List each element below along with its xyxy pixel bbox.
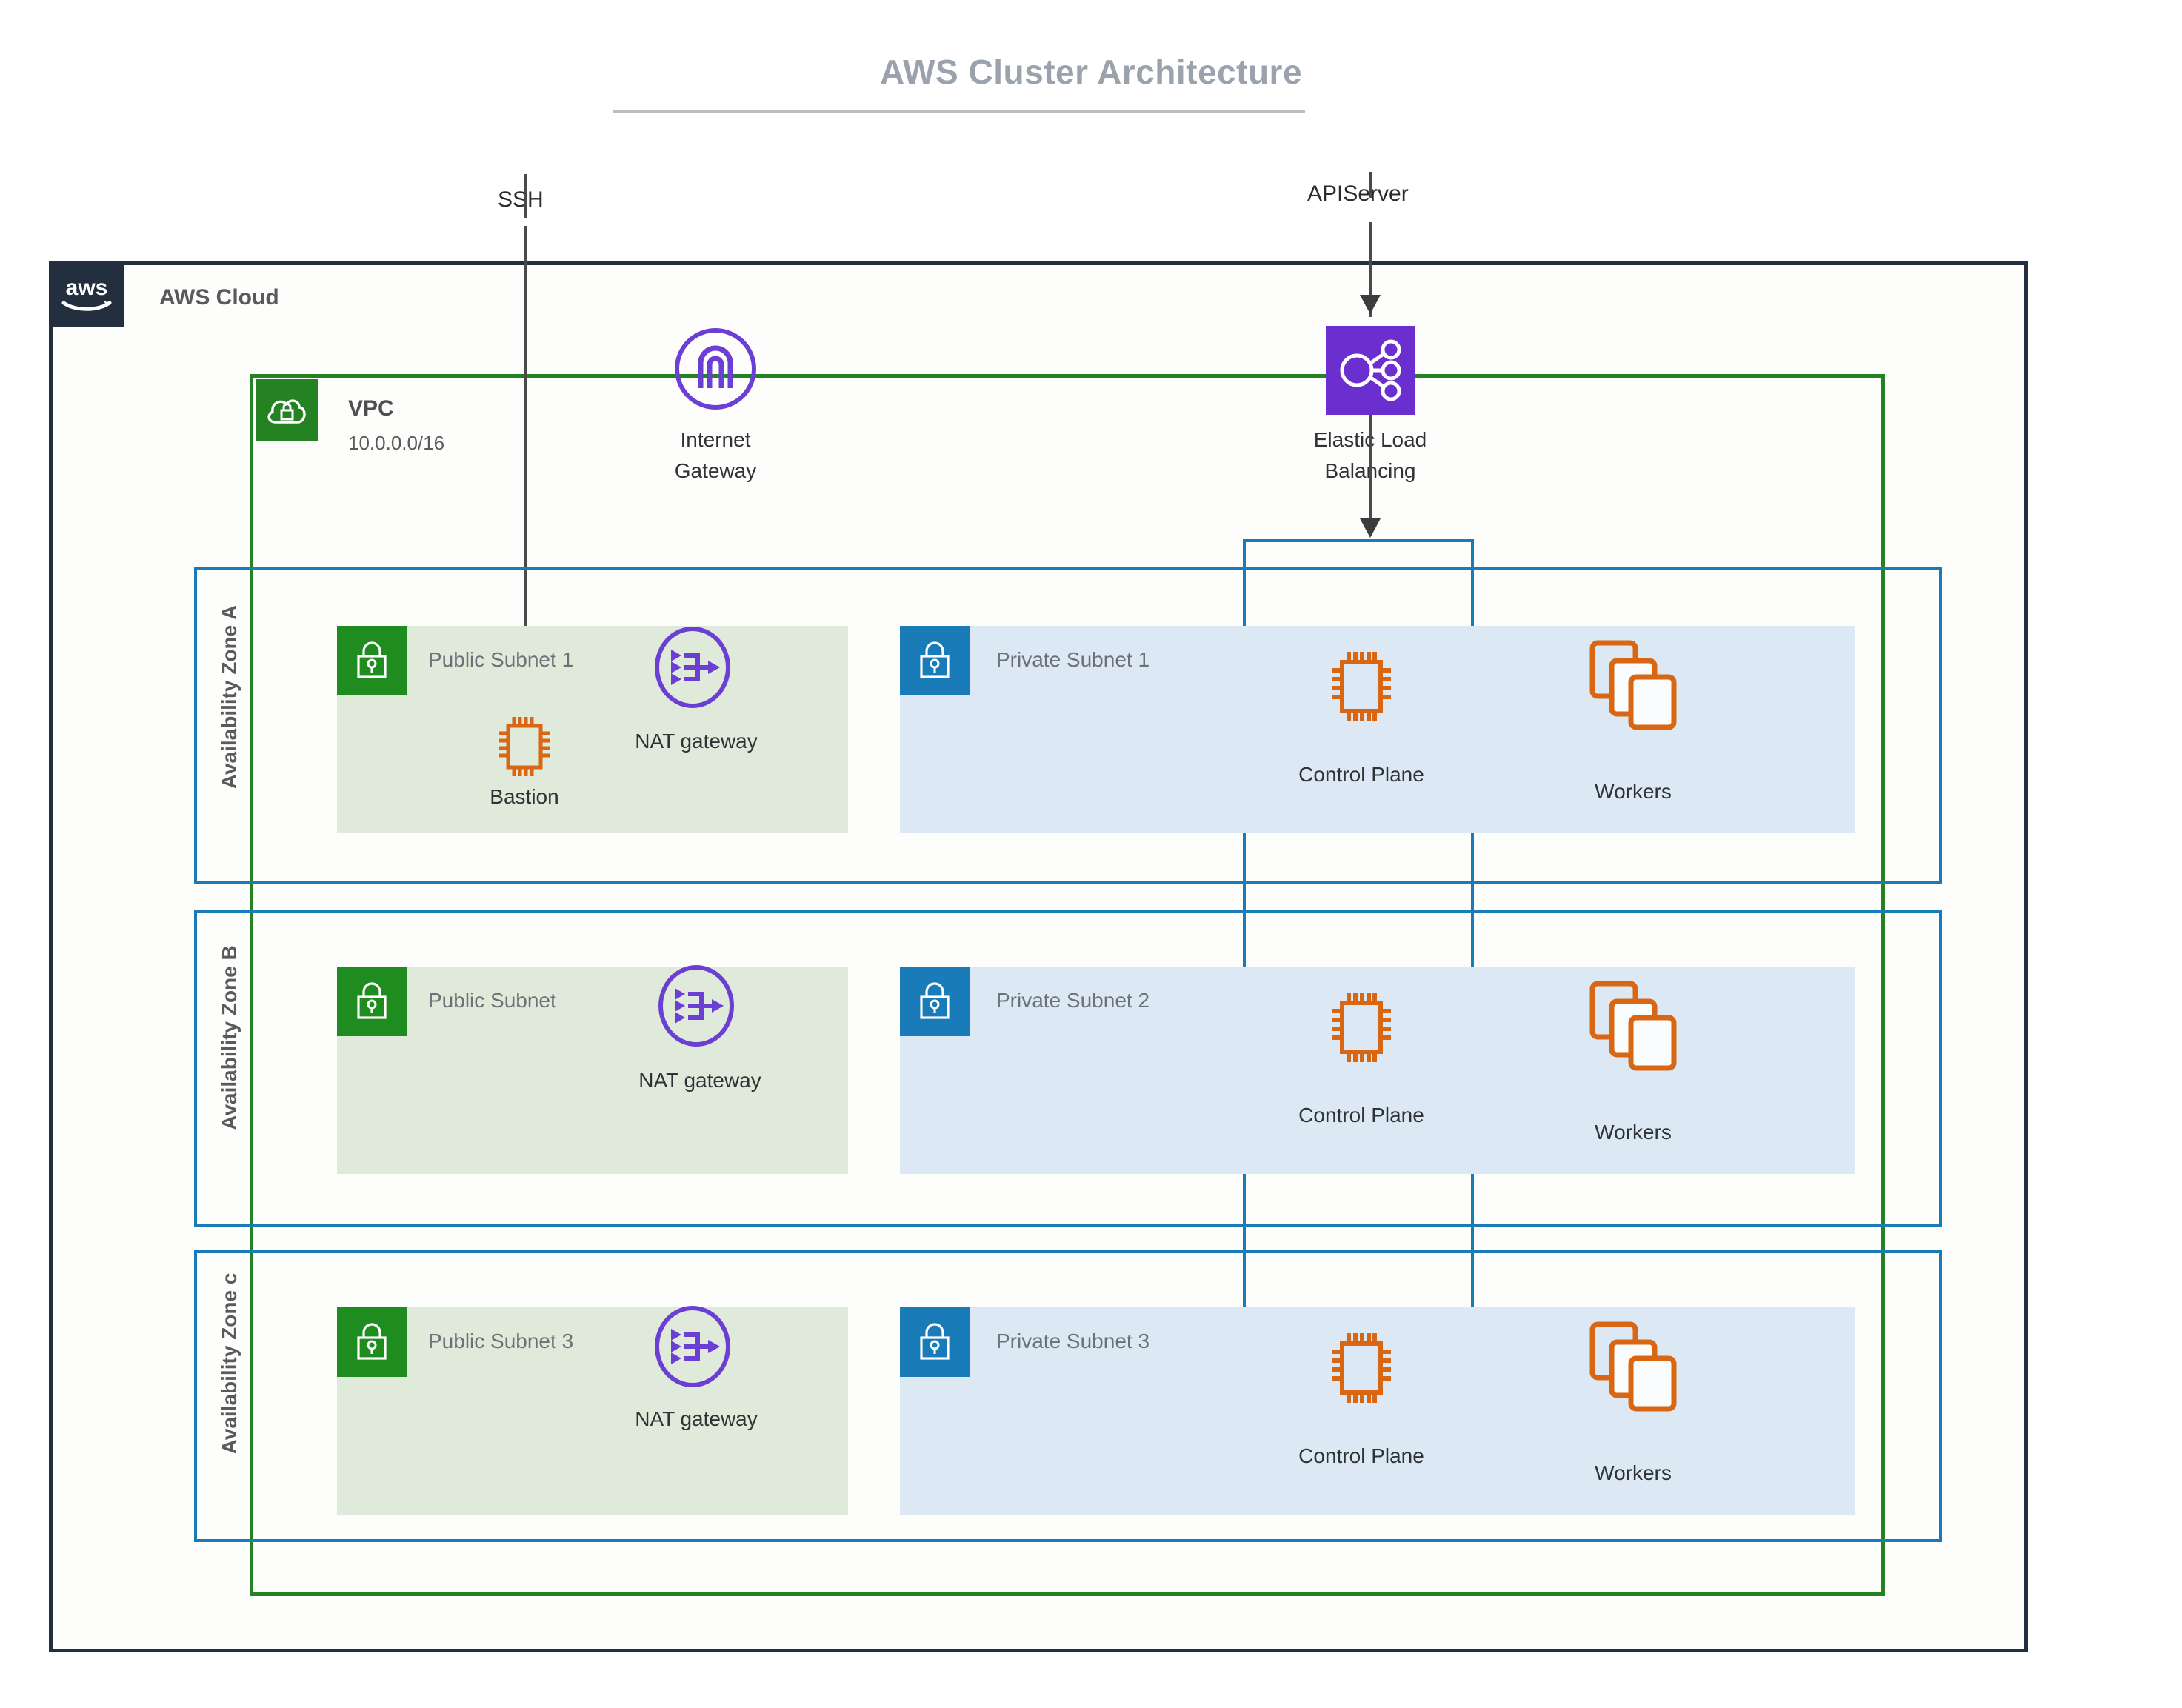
public-subnet-a-lock-icon: [337, 626, 407, 695]
availability-zone-b-label: Availability Zone B: [218, 945, 241, 1130]
workers-a-icon[interactable]: [1585, 636, 1681, 732]
nat-gateway-a-label: NAT gateway: [635, 730, 758, 753]
bastion-icon[interactable]: [495, 713, 554, 781]
page-title: AWS Cluster Architecture: [879, 53, 1303, 91]
aws-cloud-label: AWS Cloud: [159, 285, 279, 310]
bastion-label: Bastion: [490, 785, 559, 808]
elastic-load-balancing-icon[interactable]: [1326, 326, 1415, 415]
internet-gateway-label-line1: Internet: [680, 428, 751, 451]
control-plane-c-icon[interactable]: [1326, 1327, 1397, 1409]
public-subnet-b-label: Public Subnet: [428, 989, 556, 1012]
public-subnet-b-block: [337, 967, 848, 1174]
nat-gateway-c-icon[interactable]: [652, 1305, 733, 1388]
internet-gateway-icon[interactable]: [673, 326, 758, 412]
vpc-cidr-label: 10.0.0.0/16: [348, 432, 445, 454]
vpc-label: VPC: [348, 396, 394, 421]
workers-c-icon[interactable]: [1585, 1317, 1681, 1413]
control-plane-a-label: Control Plane: [1298, 763, 1424, 786]
workers-b-icon[interactable]: [1585, 976, 1681, 1072]
availability-zone-c-label: Availability Zone c: [218, 1272, 241, 1455]
aws-logo-icon: aws: [49, 261, 124, 327]
apiserver-connection-line-top: [1369, 172, 1372, 198]
nat-gateway-b-icon[interactable]: [655, 964, 737, 1047]
workers-b-label: Workers: [1595, 1121, 1672, 1144]
private-subnet-c-label: Private Subnet 3: [996, 1330, 1150, 1352]
private-subnet-c-lock-icon: [900, 1307, 970, 1377]
public-subnet-a-block: [337, 626, 848, 833]
ssh-connection-line-top: [524, 174, 527, 218]
public-subnet-c-block: [337, 1307, 848, 1515]
availability-zone-a-label: Availability Zone A: [218, 604, 241, 790]
public-subnet-c-lock-icon: [337, 1307, 407, 1377]
private-subnet-a-label: Private Subnet 1: [996, 648, 1150, 671]
ssh-connection-line: [524, 226, 527, 711]
internet-gateway-label-line2: Gateway: [674, 459, 757, 482]
availability-zone-a-container: [194, 567, 1942, 884]
control-plane-a-icon[interactable]: [1326, 646, 1397, 727]
control-plane-b-icon[interactable]: [1326, 987, 1397, 1068]
control-plane-c-label: Control Plane: [1298, 1444, 1424, 1467]
public-subnet-a-label: Public Subnet 1: [428, 648, 574, 671]
vpc-container: [250, 374, 1885, 1596]
apiserver-connection-label: APIServer: [1307, 181, 1409, 206]
svg-text:aws: aws: [66, 276, 108, 300]
apiserver-connection-line: [1369, 222, 1372, 317]
elb-to-cluster-line: [1369, 415, 1372, 526]
private-subnet-a-lock-icon: [900, 626, 970, 695]
elb-to-cluster-arrow-icon: [1360, 518, 1381, 538]
workers-a-label: Workers: [1595, 780, 1672, 803]
public-subnet-c-label: Public Subnet 3: [428, 1330, 574, 1352]
public-subnet-b-lock-icon: [337, 967, 407, 1036]
availability-zone-b-container: [194, 910, 1942, 1227]
nat-gateway-a-icon[interactable]: [652, 626, 733, 709]
nat-gateway-c-label: NAT gateway: [635, 1407, 758, 1430]
apiserver-arrow-icon: [1360, 295, 1381, 314]
control-plane-b-label: Control Plane: [1298, 1104, 1424, 1127]
private-subnet-b-label: Private Subnet 2: [996, 989, 1150, 1012]
nat-gateway-b-label: NAT gateway: [638, 1069, 761, 1092]
availability-zone-c-container: [194, 1250, 1942, 1542]
ssh-connection-label: SSH: [498, 187, 544, 212]
title-underline: [613, 110, 1305, 113]
vpc-cloud-lock-icon: [256, 379, 318, 441]
workers-c-label: Workers: [1595, 1461, 1672, 1484]
private-subnet-b-lock-icon: [900, 967, 970, 1036]
